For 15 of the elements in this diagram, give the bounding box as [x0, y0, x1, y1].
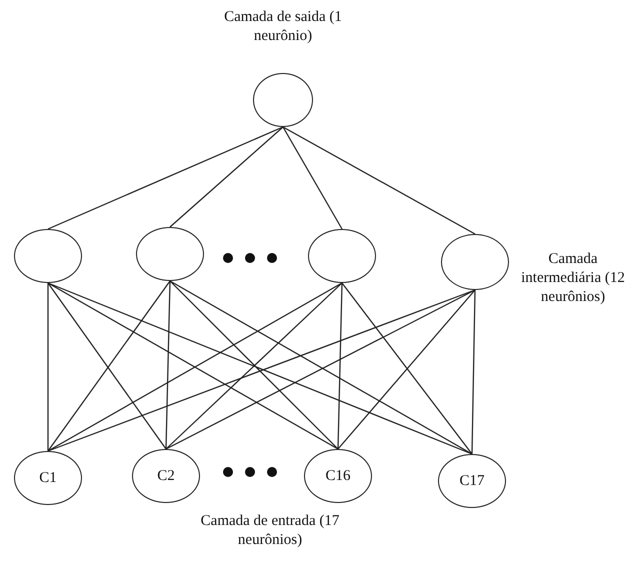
connection-line — [48, 126, 284, 230]
connection-line — [282, 126, 476, 235]
layer-label: Camada de saida (1 neurônio) — [223, 8, 343, 46]
connection-line — [471, 290, 476, 454]
layer-label: Camada de entrada (17 neurônios) — [200, 512, 340, 550]
input-neuron-circle: C1 — [14, 451, 82, 505]
connection-line — [337, 282, 343, 450]
connection-line — [170, 126, 284, 228]
connection-line — [282, 126, 343, 230]
connection-line — [47, 283, 49, 451]
input-neuron-circle: C2 — [132, 449, 200, 503]
connection-line — [165, 280, 171, 450]
input-neuron-circle: C16 — [304, 449, 372, 503]
input-neuron-circle: C17 — [438, 454, 506, 508]
layer-label: Camada intermediária (12 neurônios) — [520, 250, 626, 307]
